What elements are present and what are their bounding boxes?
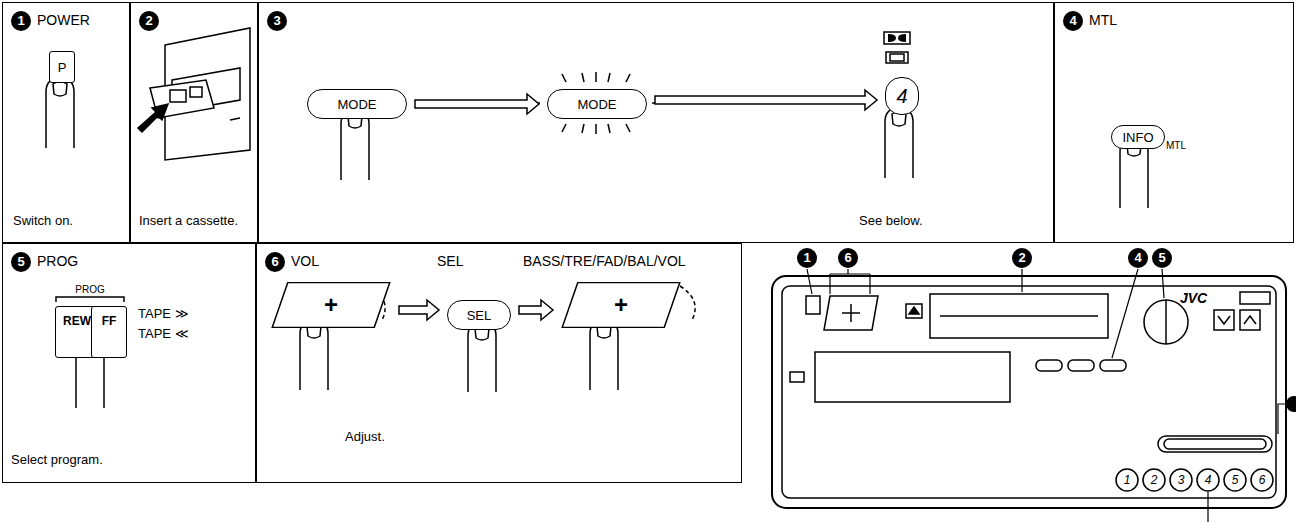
step-caption: Switch on.	[13, 213, 73, 228]
step-number: 6	[265, 252, 285, 272]
step-panel: 5PROGSelect program.REWFF	[2, 243, 256, 483]
finger	[46, 78, 74, 148]
callout-number: 1	[797, 248, 817, 268]
button-number: 2	[1151, 473, 1158, 487]
step-number: 2	[139, 11, 159, 31]
step-caption: See below.	[859, 213, 923, 228]
brand-logo: JVC	[1180, 290, 1207, 306]
step-number: 3	[267, 11, 287, 31]
info-button: INFO	[1111, 125, 1165, 149]
button-number: 1	[1124, 473, 1131, 487]
cassette-deck	[138, 28, 250, 160]
step-heading: SEL	[437, 253, 463, 269]
button-label: MODE	[578, 97, 617, 112]
step-number: 4	[1063, 11, 1083, 31]
small-label: MTL	[1166, 140, 1186, 151]
button-number: 5	[1232, 473, 1239, 487]
callout-number: 4	[1128, 248, 1148, 268]
step-caption: Insert a cassette.	[139, 213, 238, 228]
step-panel: 6 VOL SEL BASS/TRE/FAD/BAL/VOL Adjust. + SEL +	[256, 243, 742, 483]
step-number: 5	[11, 252, 31, 272]
step-heading: VOL	[291, 253, 319, 269]
step-number: 1	[11, 11, 31, 31]
sel-button: SEL	[447, 300, 511, 330]
direction-label: TAPE ≪	[138, 326, 189, 341]
callout-marker	[1286, 396, 1296, 412]
step-caption: Adjust.	[345, 429, 385, 444]
power-button: P	[49, 51, 75, 83]
car-stereo	[772, 276, 1286, 508]
hollow-arrow	[415, 94, 539, 114]
step-panel: 1 POWER Switch on. P	[2, 2, 130, 243]
dolby-symbol	[884, 32, 910, 63]
preset-button: 4	[885, 77, 919, 115]
step-heading: POWER	[37, 12, 90, 28]
step-panel: 3See below. MODE MODE 4	[258, 2, 1054, 243]
leader-lines	[807, 269, 1285, 522]
button-label: +	[324, 291, 338, 319]
button-label: P	[58, 60, 67, 75]
step-heading: MTL	[1089, 12, 1117, 28]
volume-rocker: +	[561, 282, 681, 328]
mode-button: MODE	[307, 89, 407, 119]
callout-number: 2	[1012, 248, 1032, 268]
step-panel: 2Insert a cassette.	[130, 2, 258, 243]
volume-rocker: +	[271, 282, 391, 328]
step-heading: PROG	[37, 253, 78, 269]
button-label: 4	[896, 85, 907, 108]
callout-number: 6	[838, 248, 858, 268]
button-label: +	[614, 291, 628, 319]
step-panel: 4MTLINFO	[1054, 2, 1294, 243]
direction-label: TAPE ≫	[138, 306, 189, 321]
bracket-label: PROG	[75, 284, 104, 295]
button-label: REW	[63, 314, 91, 328]
button-number: 3	[1178, 473, 1185, 487]
step-caption: Select program.	[11, 452, 103, 467]
button-number: 6	[1259, 473, 1266, 487]
step-heading: BASS/TRE/FAD/BAL/VOL	[523, 253, 686, 269]
callout-number: 5	[1152, 248, 1172, 268]
hollow-arrow	[519, 300, 553, 320]
ff-button: FF	[91, 306, 127, 358]
button-label: INFO	[1122, 130, 1153, 145]
hollow-arrow	[655, 90, 877, 110]
mode-button-blinking: MODE	[547, 89, 647, 119]
button-label: MODE	[338, 97, 377, 112]
button-label: SEL	[467, 308, 492, 323]
button-label: FF	[102, 314, 117, 328]
hollow-arrow	[399, 300, 439, 320]
button-number: 4	[1205, 473, 1212, 487]
blink-marks	[532, 72, 660, 134]
